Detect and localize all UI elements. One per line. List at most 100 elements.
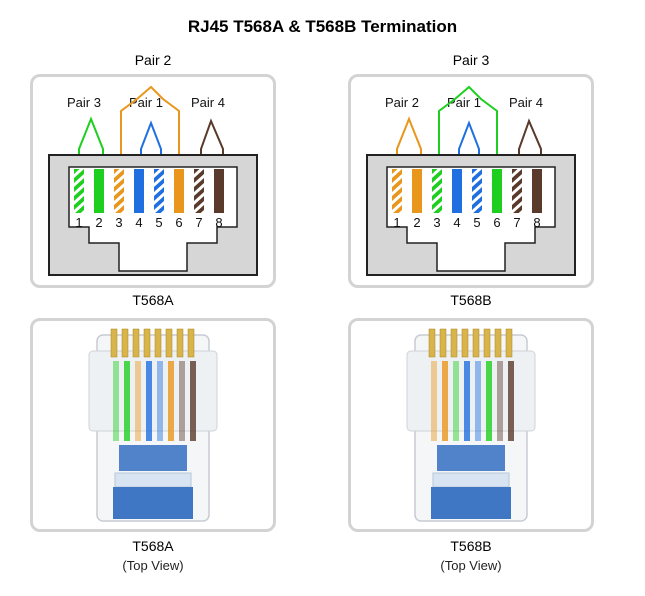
plug-wire [497, 361, 503, 441]
pin-number-label: 3 [115, 215, 122, 230]
gold-contact [187, 328, 195, 358]
t568b-pair4-wire [518, 118, 542, 155]
t568b-wire-group [392, 169, 542, 213]
plug-wire [508, 361, 514, 441]
t568a-photo-caption: T568A [132, 538, 174, 554]
pin-number-label: 5 [155, 215, 162, 230]
wire-pin-6 [492, 169, 502, 213]
plug-wire [486, 361, 492, 441]
pin-number-label: 5 [473, 215, 480, 230]
plug-wire [146, 361, 152, 441]
wire-pin-4 [134, 169, 144, 213]
gold-contact [494, 328, 502, 358]
pin-number-label: 6 [493, 215, 500, 230]
pin-number-label: 7 [195, 215, 202, 230]
pin-number-label: 8 [533, 215, 540, 230]
gold-contact [176, 328, 184, 358]
plug-wire [464, 361, 470, 441]
plug-wire [453, 361, 459, 441]
plug-wire [157, 361, 163, 441]
t568a-pair3-label: Pair 3 [67, 95, 101, 110]
gold-contact [472, 328, 480, 358]
plug-wire [113, 361, 119, 441]
t568b-pair1-wire [458, 120, 480, 155]
t568a-pair2-wire [120, 85, 180, 155]
pin-number-label: 6 [175, 215, 182, 230]
t568b-pair3-wire [438, 85, 498, 155]
gold-contact [110, 328, 118, 358]
gold-contact [461, 328, 469, 358]
cable-jacket [119, 445, 187, 471]
wire-pin-1 [74, 169, 84, 213]
t568a-pair1-label: Pair 1 [129, 95, 163, 110]
t568a-pair1-wire [140, 120, 162, 155]
t568b-plug-photo-panel [348, 318, 594, 532]
pin-number-label: 7 [513, 215, 520, 230]
t568a-pair4-label: Pair 4 [191, 95, 225, 110]
pin-number-label: 1 [393, 215, 400, 230]
wire-pin-1 [392, 169, 402, 213]
wire-pin-7 [512, 169, 522, 213]
wire-pin-6 [174, 169, 184, 213]
plug-wire [179, 361, 185, 441]
plug-wire [135, 361, 141, 441]
t568a-pair4-wire [200, 118, 224, 155]
page-title: RJ45 T568A & T568B Termination [187, 17, 458, 36]
gold-contact [143, 328, 151, 358]
gold-contact [154, 328, 162, 358]
wire-pin-2 [94, 169, 104, 213]
wire-pin-8 [532, 169, 542, 213]
gold-contact [165, 328, 173, 358]
t568b-pair4-label: Pair 4 [509, 95, 543, 110]
gold-contact [505, 328, 513, 358]
cable-boot [431, 487, 511, 519]
plug-wire [124, 361, 130, 441]
t568a-plug-photo-panel [30, 318, 276, 532]
wire-pin-7 [194, 169, 204, 213]
pin-number-label: 8 [215, 215, 222, 230]
t568b-pair2-label: Pair 2 [385, 95, 419, 110]
t568b-pair2-wire [396, 116, 422, 155]
gold-contact [132, 328, 140, 358]
gold-contact [121, 328, 129, 358]
gold-contact [428, 328, 436, 358]
wire-pin-2 [412, 169, 422, 213]
t568b-top-pair-label: Pair 3 [452, 52, 490, 68]
plug-wire [168, 361, 174, 441]
t568b-photo-subcaption: (Top View) [440, 558, 502, 573]
wire-pin-3 [432, 169, 442, 213]
t568b-pair1-label: Pair 1 [447, 95, 481, 110]
pin-number-label: 4 [135, 215, 142, 230]
plug-wire [190, 361, 196, 441]
t568b-photo-caption: T568B [450, 538, 492, 554]
cable-boot [113, 487, 193, 519]
t568b-diagram-caption: T568B [450, 292, 492, 308]
pin-number-label: 3 [433, 215, 440, 230]
cable-jacket [437, 445, 505, 471]
t568a-pair3-wire [78, 116, 104, 155]
pin-number-label: 2 [95, 215, 102, 230]
pin-number-label: 4 [453, 215, 460, 230]
wire-pin-4 [452, 169, 462, 213]
gold-contact [450, 328, 458, 358]
t568a-wire-group [74, 169, 224, 213]
wire-pin-5 [472, 169, 482, 213]
gold-contact [439, 328, 447, 358]
plug-wire [442, 361, 448, 441]
pin-number-label: 1 [75, 215, 82, 230]
t568a-diagram-caption: T568A [132, 292, 174, 308]
pin-number-label: 2 [413, 215, 420, 230]
t568a-photo-subcaption: (Top View) [122, 558, 184, 573]
t568a-top-pair-label: Pair 2 [134, 52, 172, 68]
wire-pin-5 [154, 169, 164, 213]
t568b-plug-image [406, 328, 536, 522]
wire-pin-3 [114, 169, 124, 213]
plug-wire [475, 361, 481, 441]
t568a-plug-image [88, 328, 218, 522]
